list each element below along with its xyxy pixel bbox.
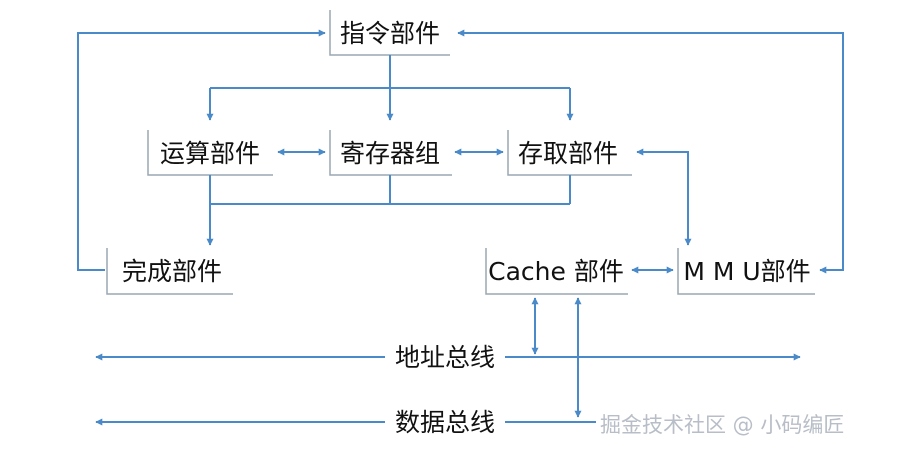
box-load-store-unit: 存取部件	[507, 130, 632, 176]
watermark-text: 掘金技术社区 @ 小码编匠	[600, 413, 844, 437]
lsu-mmu-line	[636, 148, 692, 246]
mmu-unit-label: M M U部件	[683, 257, 810, 286]
box-alu: 运算部件	[147, 130, 273, 176]
cache-unit-label: Cache 部件	[488, 257, 624, 286]
load-store-unit-label: 存取部件	[518, 139, 618, 168]
connections	[77, 29, 844, 426]
data-bus-label: 数据总线	[395, 408, 495, 437]
box-completion-unit: 完成部件	[106, 248, 233, 295]
box-register-file: 寄存器组	[329, 130, 452, 176]
box-mmu-unit: M M U部件	[677, 248, 815, 295]
box-cache-unit: Cache 部件	[485, 248, 628, 295]
register-file-label: 寄存器组	[340, 139, 440, 168]
alu-label: 运算部件	[160, 139, 260, 168]
address-bus-label: 地址总线	[395, 343, 495, 372]
completion-feedback-line	[77, 29, 326, 271]
box-instruction-unit: 指令部件	[329, 10, 450, 56]
completion-unit-label: 完成部件	[122, 257, 222, 286]
mmu-instruction-line	[457, 29, 844, 274]
instruction-unit-label: 指令部件	[340, 19, 440, 48]
